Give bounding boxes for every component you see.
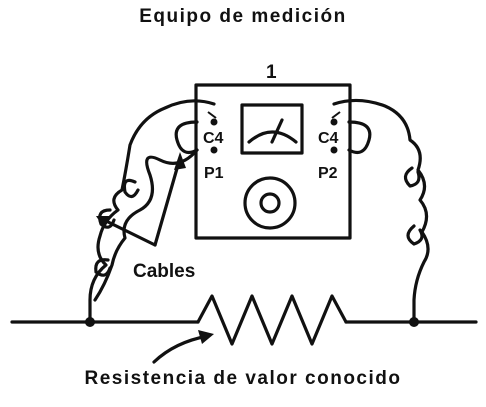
left-outer-cable [88,99,216,324]
knob-icon [243,176,297,230]
cables-pointer-2 [98,216,157,247]
resistor-pointer [152,334,210,364]
left-terminal-loop [174,120,199,154]
left-coil-1 [122,178,140,199]
terminal-dot-p1 [210,146,218,154]
terminal-label-c4-right: C4 [318,130,339,147]
terminal-tick-right [331,111,341,119]
right-coil-1 [403,166,421,188]
right-terminal-loop [347,120,372,154]
device-box [194,83,352,240]
terminal-dot-p2 [330,146,338,154]
terminal-label-p1: P1 [204,165,224,182]
resistor-icon [196,294,348,346]
right-coil-2 [406,224,424,246]
terminal-label-p2: P2 [318,165,338,182]
junction-dot-left [85,317,95,327]
cables-pointer-1 [153,156,182,247]
left-inner-cable [93,148,199,302]
pointer-arrow-icon [174,152,186,170]
terminal-label-c4-left: C4 [203,130,224,147]
cables-label: Cables [133,261,195,282]
terminal-dot-c4-left [210,118,218,126]
resistor-caption: Resistencia de valor conocido [84,368,402,389]
right-outer-cable [332,98,430,324]
junction-dot-right [409,317,419,327]
terminal-dot-c4-right [330,118,338,126]
pointer-arrow-icon [96,216,112,228]
terminal-tick-left [207,111,217,119]
pointer-arrow-icon [198,330,214,344]
diagram-title: Equipo de medición [139,6,347,27]
meter-dial-icon [240,103,304,155]
left-coil-3 [94,258,112,277]
device-number-label: 1 [266,62,277,83]
